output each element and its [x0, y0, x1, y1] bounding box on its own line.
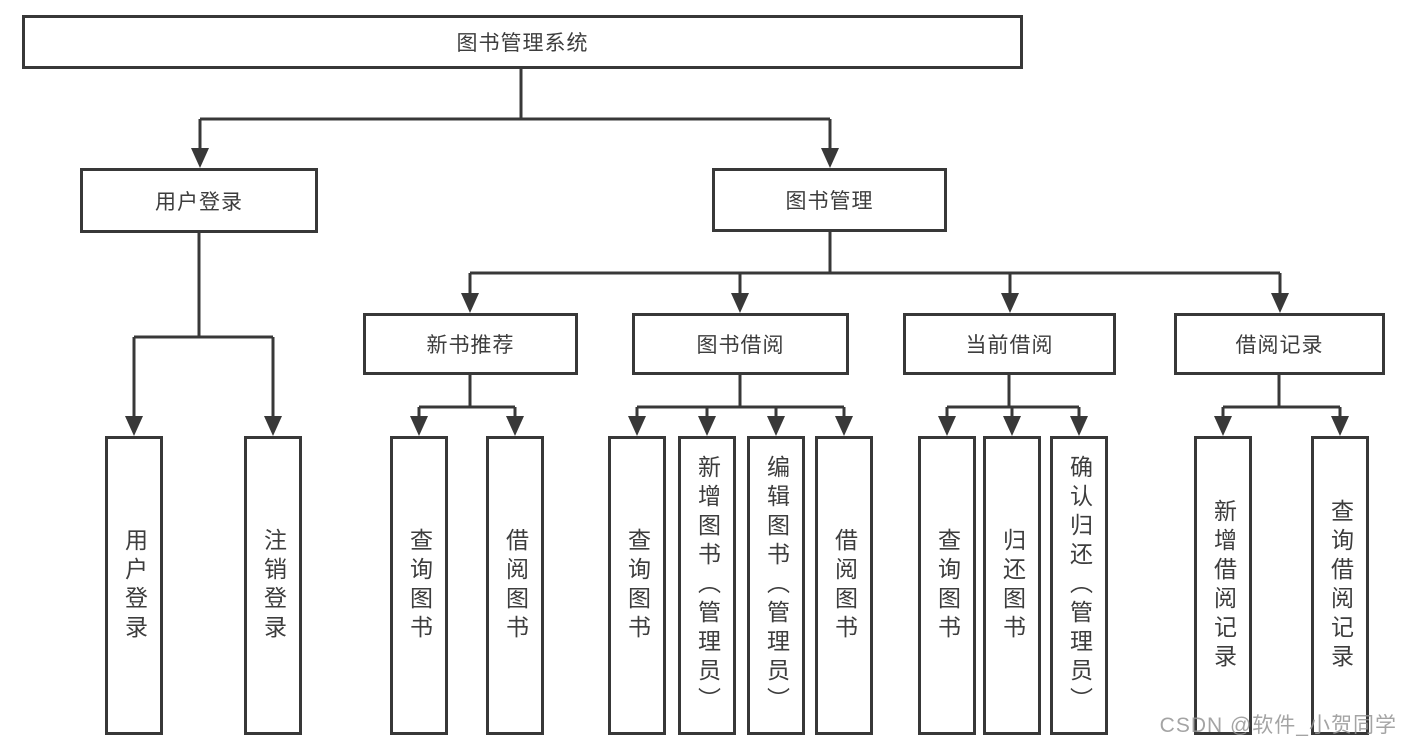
leaf-confirm-return-admin: 确认归还（管理员）: [1050, 436, 1108, 735]
leaf-borrow-books-recommend: 借阅图书: [486, 436, 544, 735]
leaf-logout: 注销登录: [244, 436, 302, 735]
node-borrowing-records: 借阅记录: [1174, 313, 1385, 375]
leaf-add-borrow-record: 新增借阅记录: [1194, 436, 1252, 735]
node-library-management-system: 图书管理系统: [22, 15, 1023, 69]
node-book-borrowing: 图书借阅: [632, 313, 849, 375]
leaf-add-books-admin: 新增图书（管理员）: [678, 436, 736, 735]
leaf-edit-books-admin: 编辑图书（管理员）: [747, 436, 805, 735]
leaf-borrow-books: 借阅图书: [815, 436, 873, 735]
leaf-query-books-current: 查询图书: [918, 436, 976, 735]
leaf-user-login: 用户登录: [105, 436, 163, 735]
leaf-query-books-recommend: 查询图书: [390, 436, 448, 735]
node-user-login-branch: 用户登录: [80, 168, 318, 233]
leaf-query-borrow-record: 查询借阅记录: [1311, 436, 1369, 735]
node-book-management-branch: 图书管理: [712, 168, 947, 232]
leaf-return-books: 归还图书: [983, 436, 1041, 735]
node-current-borrowing: 当前借阅: [903, 313, 1116, 375]
leaf-query-books-borrowing: 查询图书: [608, 436, 666, 735]
csdn-watermark: CSDN @软件_小贺同学: [1159, 714, 1397, 737]
node-new-book-recommend: 新书推荐: [363, 313, 578, 375]
